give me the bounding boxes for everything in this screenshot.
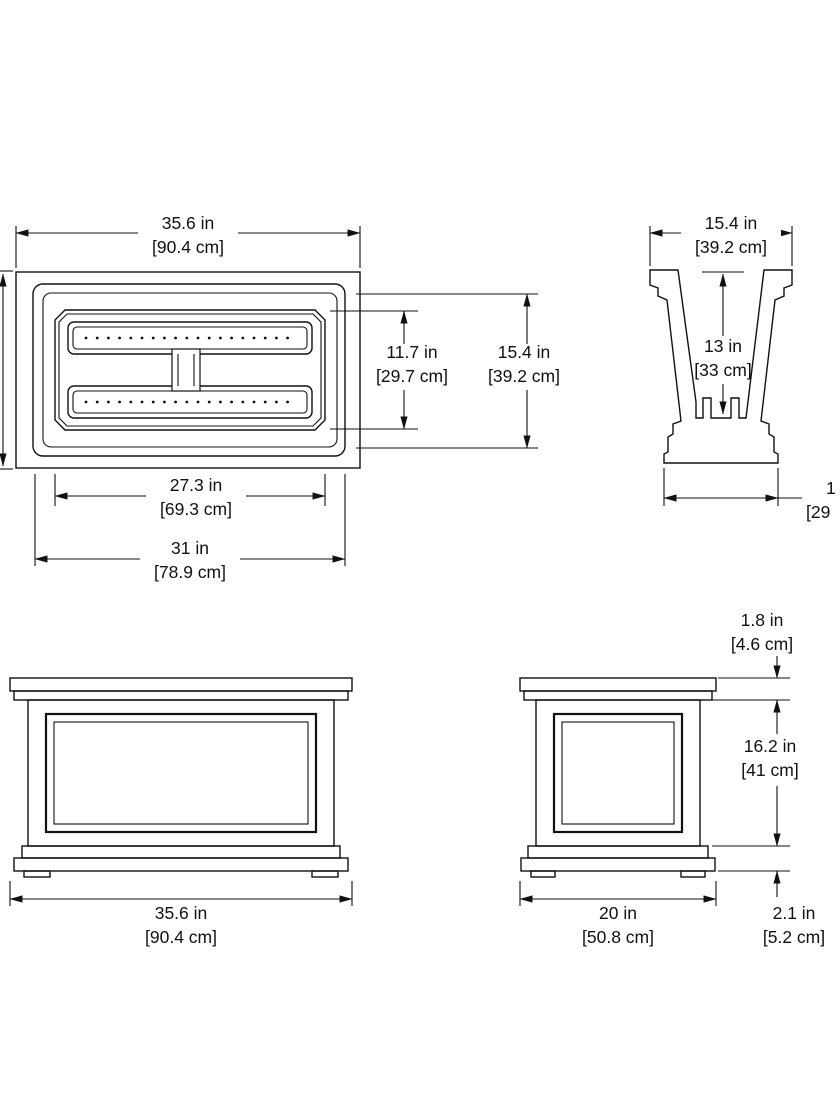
dim-label-in: 27.3 in [170,475,223,495]
front-panel-frame [44,712,318,834]
dim-section-top-width: 15.4 in [39.2 cm] [649,213,793,266]
dim-label-in: 16.2 in [744,736,797,756]
dim-label-cm: [90.4 cm] [152,237,224,257]
dim-label-in: 11.7 in [386,342,437,362]
dim-left-clipped [0,270,13,470]
dim-label-cm: [4.6 cm] [731,634,793,654]
front-cap-band [13,690,349,701]
top-view-opening [54,309,326,431]
front-foot-right [311,870,339,878]
front-panel-inner [53,721,309,825]
side-base-step [527,845,709,859]
dim-label-in: 15.4 in [705,213,758,233]
dim-top-view-inner-depth: 11.7 in [29.7 cm] [330,310,448,430]
side-base [520,857,716,872]
side-panel-frame [552,712,684,834]
dim-label-in: 35.6 in [162,213,215,233]
top-view-rim-step-2 [42,292,338,448]
dim-label-cm: [33 cm] [694,360,751,380]
top-view-rim-step-1 [32,283,346,457]
side-foot-right [680,870,706,878]
dim-text-mask [138,224,238,242]
dim-label-in: 13 in [704,336,742,356]
dim-side-body-height: 16.2 in [41 cm] [712,699,799,847]
dim-label-cm: [39.2 cm] [695,237,767,257]
dim-label-cm: [39.2 cm] [488,366,560,386]
dim-front-width: 35.6 in [90.4 cm] [9,881,353,947]
dim-text-mask [714,336,732,384]
front-cap-top [9,677,353,692]
front-foot-left [23,870,51,878]
dim-text-mask [681,224,781,242]
dim-text-mask [518,344,536,390]
dim-label-in-clipped: 1 [826,478,836,498]
dim-label-cm: [78.9 cm] [154,562,226,582]
section-view-drawing [649,269,793,464]
side-foot-left [530,870,556,878]
dim-label-in: 35.6 in [155,903,208,923]
dim-top-view-body-width: 31 in [78.9 cm] [34,474,346,582]
side-cap-band [523,690,713,701]
dim-label-in: 15.4 in [498,342,551,362]
dim-label-cm: [5.2 cm] [763,927,825,947]
top-view-center-connector [171,348,201,392]
dim-label-in: 1.8 in [741,610,784,630]
dim-label-cm: [41 cm] [741,760,798,780]
dim-side-cap-height: 1.8 in [4.6 cm] [704,610,793,701]
dim-text-mask [140,550,240,568]
side-cap-top [519,677,717,692]
top-view-opening-inner-edge [58,313,322,427]
dim-section-bottom-width: 1 [29 [663,468,836,522]
dim-label-in: 20 in [599,903,637,923]
section-outline [649,269,793,464]
dim-top-view-depth: 15.4 in [39.2 cm] [356,293,560,449]
dim-label-cm: [90.4 cm] [145,927,217,947]
dim-section-depth: 13 in [33 cm] [694,273,752,415]
front-view-drawing [9,677,353,878]
dim-side-base-height: 2.1 in [5.2 cm] [718,870,825,947]
top-view-drawing [15,271,361,469]
dim-label-cm: [29.7 cm] [376,366,448,386]
dim-label-cm: [50.8 cm] [582,927,654,947]
dim-text-mask [395,344,413,390]
dim-label-in: 2.1 in [773,903,816,923]
dim-side-width: 20 in [50.8 cm] [519,881,717,947]
dim-label-cm-clipped: [29 [806,502,830,522]
front-base-step [21,845,341,859]
side-panel-inner [561,721,675,825]
dim-top-view-width: 35.6 in [90.4 cm] [15,213,361,268]
dim-top-view-inner-width: 27.3 in [69.3 cm] [54,474,326,519]
dim-text-mask [146,487,246,505]
dim-label-cm: [69.3 cm] [160,499,232,519]
side-view-drawing [519,677,717,878]
top-view-outer-rim [15,271,361,469]
front-base [13,857,349,872]
dim-label-in: 31 in [171,538,209,558]
